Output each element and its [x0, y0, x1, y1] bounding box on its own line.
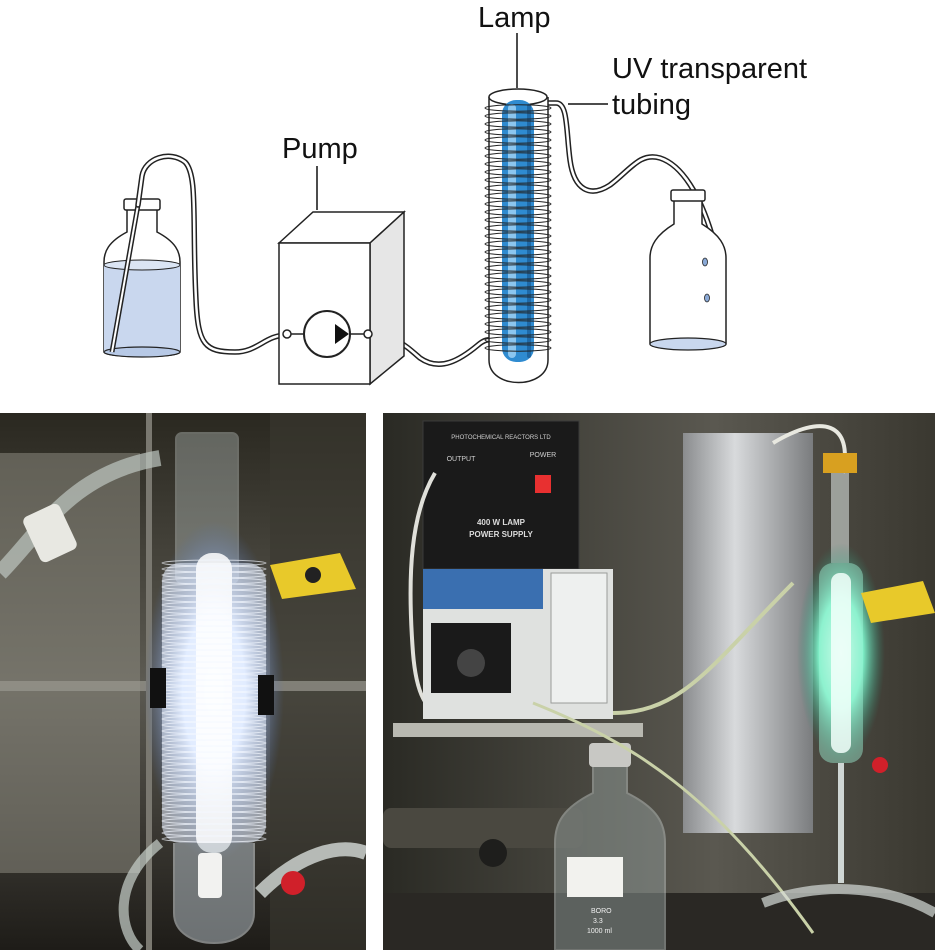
feed-bottle-cap — [123, 198, 161, 211]
power-supply-output-label: OUTPUT — [447, 456, 477, 463]
coil-loop — [484, 280, 552, 288]
bottle-label-volume: 1000 ml — [587, 928, 612, 935]
schematic-diagram: Lamp UV transparent tubing Pump — [103, 2, 807, 386]
coil-loop — [484, 224, 552, 232]
coil-loop — [484, 176, 552, 184]
setup-photo: PHOTOCHEMICAL REACTORS LTD OUTPUT POWER … — [383, 413, 935, 950]
coil-loop — [484, 144, 552, 152]
coil-loop — [484, 320, 552, 328]
pump-direction-arrow — [335, 324, 349, 344]
bottle-label-boro: BORO — [591, 908, 612, 915]
lamp-power-supply — [422, 420, 580, 570]
coil-loop — [484, 128, 552, 136]
coil-loop — [484, 216, 552, 224]
power-supply-power-label: POWER — [530, 452, 556, 459]
collection-bottle — [649, 189, 727, 351]
gas-cylinder — [683, 433, 813, 833]
coil-loop — [484, 200, 552, 208]
coil-loop — [484, 304, 552, 312]
power-supply-title-line2: POWER SUPPLY — [469, 530, 533, 539]
coil-loop — [484, 168, 552, 176]
coil-loop — [484, 240, 552, 248]
reactor-photo — [0, 413, 366, 950]
coil-loop — [484, 184, 552, 192]
coil-loop — [484, 256, 552, 264]
radiation-warning-sign — [861, 581, 935, 623]
red-connector — [281, 871, 305, 895]
coil-loop — [484, 112, 552, 120]
bottle-label-grade: 3.3 — [593, 918, 603, 925]
coil-loop — [484, 312, 552, 320]
collection-bottle-photo — [554, 757, 666, 950]
fluid-tubing — [135, 100, 715, 367]
coil-loop — [484, 296, 552, 304]
photoreactor — [484, 88, 552, 384]
power-supply-title-line1: 400 W LAMP — [477, 518, 526, 527]
coil-loop — [484, 272, 552, 280]
coil-loop — [484, 160, 552, 168]
power-supply-brand: PHOTOCHEMICAL REACTORS LTD — [451, 435, 551, 441]
coiled-tubing — [484, 104, 552, 352]
feed-bottle — [103, 198, 181, 358]
coil-loop — [484, 336, 552, 344]
coil-loop — [484, 288, 552, 296]
droplet — [704, 293, 710, 303]
coil-loop — [484, 120, 552, 128]
power-indicator-light — [535, 475, 551, 493]
coil-loop — [484, 208, 552, 216]
lamp-label: Lamp — [478, 2, 551, 34]
coil-loop — [484, 192, 552, 200]
collection-bottle-cap — [670, 189, 706, 202]
coil-loop — [484, 328, 552, 336]
coil-loop — [484, 248, 552, 256]
coil-loop — [484, 152, 552, 160]
droplet — [702, 257, 708, 267]
coil-loop — [161, 835, 267, 843]
coil-loop — [484, 264, 552, 272]
pump-box — [277, 210, 406, 386]
coil-loop — [484, 136, 552, 144]
pump-label: Pump — [282, 133, 358, 165]
coil-loop — [484, 232, 552, 240]
uv-tubing-label-line2: tubing — [612, 89, 691, 121]
uv-tubing-label-line1: UV transparent — [612, 53, 807, 85]
coil-loop — [484, 104, 552, 112]
coil-loop — [484, 344, 552, 352]
warning-label — [823, 453, 857, 473]
